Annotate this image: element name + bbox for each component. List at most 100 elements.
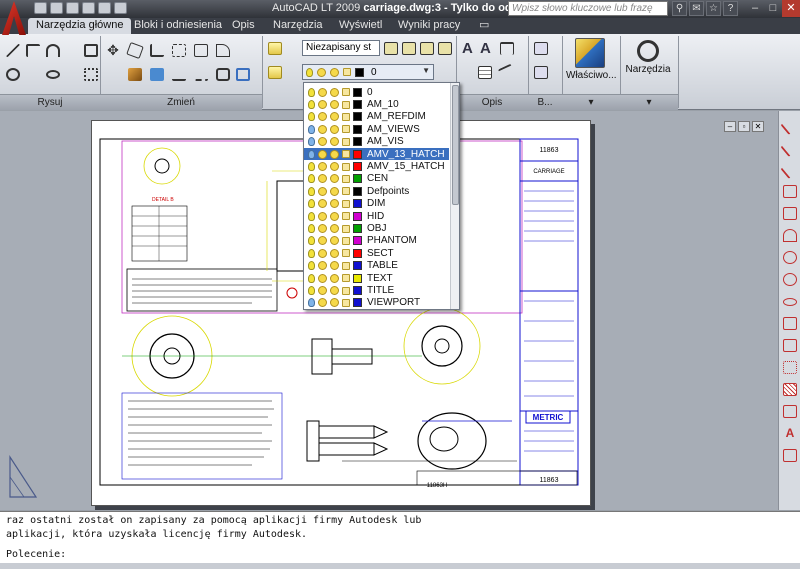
construction-line-tool-icon[interactable]: [780, 138, 799, 157]
point-tool-icon[interactable]: [783, 361, 797, 374]
redo-icon[interactable]: [114, 2, 127, 14]
extend-icon[interactable]: [172, 68, 186, 81]
layer-viewport-freeze-icon[interactable]: [330, 274, 339, 283]
layer-freeze-icon[interactable]: [318, 212, 327, 221]
layer-viewport-freeze-icon[interactable]: [330, 261, 339, 270]
layer-viewport-freeze-icon[interactable]: [330, 100, 339, 109]
layer-viewport-freeze-icon[interactable]: [330, 112, 339, 121]
layer-viewport-freeze-icon[interactable]: [330, 249, 339, 258]
close-button[interactable]: ✕: [782, 0, 800, 17]
dimension-icon[interactable]: [500, 42, 514, 55]
polyline-tool-icon[interactable]: [780, 160, 799, 179]
layer-viewport-freeze-icon[interactable]: [330, 224, 339, 233]
insert-block-tool-icon[interactable]: [783, 317, 797, 330]
help-search-input[interactable]: Wpisz słowo kluczowe lub frazę: [508, 1, 668, 16]
open-file-icon[interactable]: [50, 2, 63, 14]
layer-freeze-icon[interactable]: [318, 274, 327, 283]
modify-panel-label[interactable]: Zmień: [100, 94, 262, 110]
table-icon[interactable]: [478, 66, 492, 79]
layer-freeze-icon[interactable]: [318, 137, 327, 146]
layer-viewport-freeze-icon[interactable]: [330, 137, 339, 146]
layer-lock-icon[interactable]: [342, 163, 350, 171]
copy-icon[interactable]: [172, 44, 186, 57]
layer-on-icon[interactable]: [308, 286, 315, 295]
layer-row[interactable]: SECT: [304, 247, 449, 259]
offset-icon[interactable]: [216, 68, 230, 81]
layer-previous-icon[interactable]: [384, 42, 398, 55]
dropdown-scrollbar[interactable]: [450, 83, 460, 309]
tools-button[interactable]: Narzędzia: [624, 36, 672, 75]
layer-freeze-icon[interactable]: [318, 150, 327, 159]
command-line[interactable]: raz ostatni został on zapisany za pomocą…: [0, 511, 800, 563]
layer-row[interactable]: 0: [304, 86, 449, 98]
viewport-close-button[interactable]: ✕: [752, 121, 764, 132]
scrollbar-thumb[interactable]: [452, 85, 459, 205]
ellipse-icon[interactable]: [46, 70, 60, 79]
layer-row[interactable]: AM_VIEWS: [304, 123, 449, 135]
layer-lock-icon[interactable]: [342, 299, 350, 307]
viewport-restore-button[interactable]: ▫: [738, 121, 750, 132]
layer-on-icon[interactable]: [308, 125, 315, 134]
trim-icon[interactable]: [150, 44, 164, 57]
tab-output[interactable]: Wyniki pracy: [390, 18, 468, 34]
rectangle-icon[interactable]: [84, 44, 98, 57]
layer-on-icon[interactable]: [308, 236, 315, 245]
arc-tool-icon[interactable]: [783, 229, 797, 242]
layer-lock-icon[interactable]: [342, 187, 350, 195]
command-prompt[interactable]: Polecenie:: [6, 549, 66, 560]
layer-lock-icon[interactable]: [342, 200, 350, 208]
make-block-tool-icon[interactable]: [783, 339, 797, 352]
line-icon[interactable]: [6, 44, 20, 57]
layer-lock-icon[interactable]: [342, 138, 350, 146]
array-icon[interactable]: [236, 68, 250, 81]
layer-on-icon[interactable]: [308, 112, 315, 121]
draw-panel-label[interactable]: Rysuj: [0, 94, 100, 110]
layer-isolate-icon[interactable]: [402, 42, 416, 55]
ribbon-minimize-icon[interactable]: ▭: [475, 18, 493, 34]
draw-line-tool-icon[interactable]: [780, 116, 799, 135]
move-icon[interactable]: ✥: [106, 44, 120, 57]
layer-lock-icon[interactable]: [342, 175, 350, 183]
layer-viewport-freeze-icon[interactable]: [330, 199, 339, 208]
help-icon[interactable]: ?: [723, 1, 738, 16]
layer-states-icon[interactable]: [268, 66, 282, 79]
layer-on-icon[interactable]: [308, 261, 315, 270]
layer-lock-icon[interactable]: [342, 212, 350, 220]
properties-panel-expand[interactable]: ▾: [562, 94, 620, 110]
undo-icon[interactable]: [98, 2, 111, 14]
layer-state-select[interactable]: Niezapisany st: [302, 40, 380, 56]
search-icon[interactable]: ⚲: [672, 1, 687, 16]
layer-freeze-icon[interactable]: [318, 187, 327, 196]
layer-on-icon[interactable]: [308, 150, 315, 159]
layer-on-icon[interactable]: [308, 137, 315, 146]
layer-row[interactable]: AM_VIS: [304, 136, 449, 148]
layer-lock-icon[interactable]: [342, 249, 350, 257]
layer-lock-icon[interactable]: [342, 113, 350, 121]
paintbrush-icon[interactable]: [128, 68, 142, 81]
polygon-tool-icon[interactable]: [783, 185, 797, 198]
leader-icon[interactable]: [498, 64, 516, 82]
layer-on-icon[interactable]: [308, 100, 315, 109]
layer-on-icon[interactable]: [308, 88, 315, 97]
tools-panel-expand[interactable]: ▾: [620, 94, 678, 110]
layer-viewport-freeze-icon[interactable]: [330, 236, 339, 245]
layer-row[interactable]: OBJ: [304, 222, 449, 234]
layer-freeze-icon[interactable]: [318, 100, 327, 109]
layer-lock-icon[interactable]: [342, 88, 350, 96]
layer-lock-icon[interactable]: [342, 274, 350, 282]
layer-viewport-freeze-icon[interactable]: [330, 187, 339, 196]
hatch-tool-icon[interactable]: [783, 383, 797, 396]
layer-freeze-icon[interactable]: [318, 112, 327, 121]
layer-viewport-freeze-icon[interactable]: [330, 298, 339, 307]
block-panel-label[interactable]: B...: [528, 94, 562, 110]
layer-on-icon[interactable]: [308, 199, 315, 208]
layer-freeze-icon[interactable]: [318, 261, 327, 270]
layer-row[interactable]: AMV_15_HATCH: [304, 160, 449, 172]
break-icon[interactable]: [194, 68, 208, 81]
layer-lock-icon[interactable]: [342, 225, 350, 233]
layer-lock-icon[interactable]: [342, 262, 350, 270]
tab-home[interactable]: Narzędzia główne: [28, 18, 131, 34]
layer-lock-icon[interactable]: [342, 150, 350, 158]
layer-lock-icon[interactable]: [342, 101, 350, 109]
tab-annotate[interactable]: Opis: [224, 18, 263, 34]
